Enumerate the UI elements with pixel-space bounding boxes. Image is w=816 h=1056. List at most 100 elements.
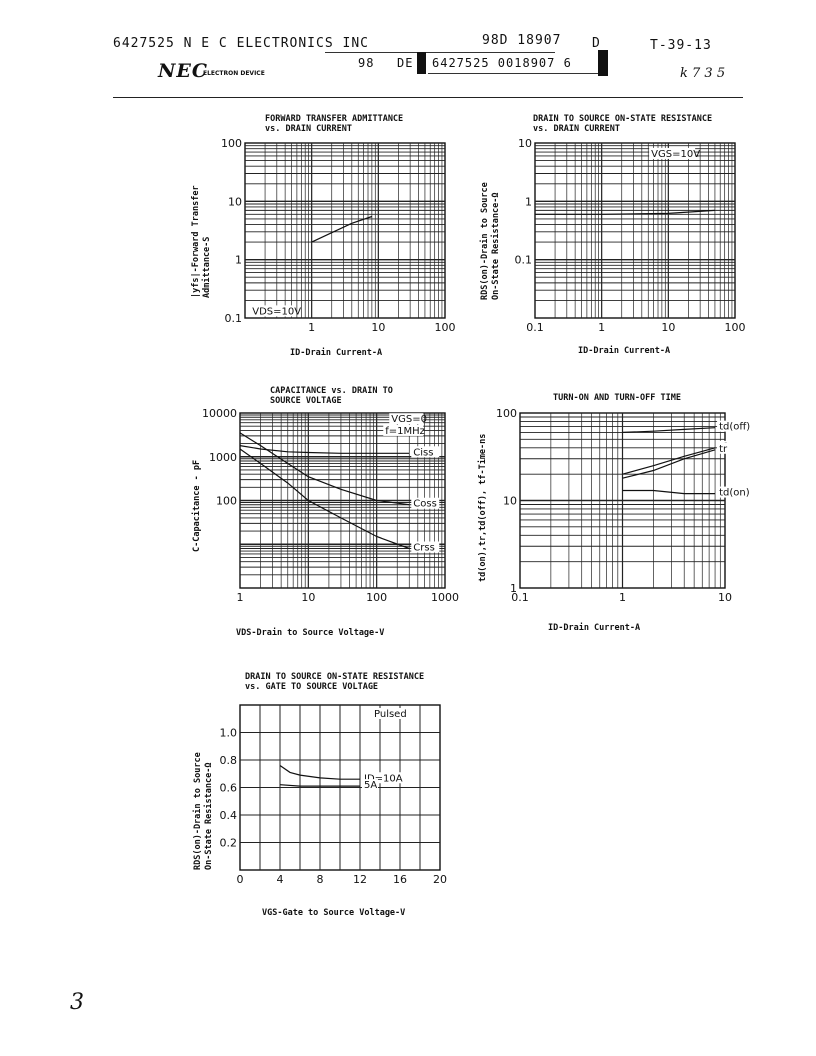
chart4-ylabel: td(on),tr,td(off), tf-Time-ns bbox=[478, 433, 488, 582]
series-label: Ciss bbox=[413, 447, 433, 458]
series-label-bg bbox=[411, 497, 440, 509]
chart4-xlabel: ID-Drain Current-A bbox=[548, 623, 641, 633]
chart5-ylabel-1: RDS(on)-Drain to Source bbox=[193, 752, 203, 870]
header-company-line: 6427525 N E C ELECTRONICS INC bbox=[113, 36, 369, 51]
series-line bbox=[622, 489, 716, 495]
chart3-title-line2: SOURCE VOLTAGE bbox=[270, 396, 342, 406]
series-label: td(on) bbox=[719, 488, 750, 499]
series-line bbox=[622, 427, 716, 433]
y-tick-label: 0.1 bbox=[515, 254, 533, 267]
series-label: tr bbox=[719, 444, 728, 455]
series-label-bg bbox=[717, 420, 750, 432]
x-tick-label: 4 bbox=[277, 873, 284, 886]
y-tick-label: 1.0 bbox=[220, 727, 238, 740]
series-label: Coss bbox=[413, 499, 437, 510]
y-tick-label: 1 bbox=[525, 195, 532, 208]
chart1-ylabel-1: |yfs|-Forward Transfer bbox=[191, 185, 201, 298]
series-label-bg bbox=[717, 486, 750, 498]
x-tick-label: 10 bbox=[718, 591, 732, 604]
chart5-xlabel: VGS-Gate to Source Voltage-V bbox=[262, 908, 406, 918]
chart3-title-line1: CAPACITANCE vs. DRAIN TO bbox=[270, 386, 393, 396]
header-rule bbox=[325, 52, 555, 53]
annotation-bg bbox=[250, 305, 297, 317]
annotation-bg bbox=[389, 413, 424, 425]
series-line bbox=[239, 448, 410, 550]
y-tick-label: 1 bbox=[235, 254, 242, 267]
chart3-title: CAPACITANCE vs. DRAIN TO SOURCE VOLTAGE bbox=[270, 386, 393, 406]
chart1-title-line2: vs. DRAIN CURRENT bbox=[265, 124, 352, 134]
x-tick-label: 0.1 bbox=[526, 321, 544, 334]
y-tick-label: 0.4 bbox=[220, 809, 238, 822]
chart2-title-line2: vs. DRAIN CURRENT bbox=[533, 124, 620, 134]
y-tick-label: 10 bbox=[503, 495, 517, 508]
x-tick-label: 10 bbox=[371, 321, 385, 334]
series-line bbox=[311, 215, 373, 243]
header-prefix: 98 bbox=[358, 56, 375, 70]
series-line bbox=[622, 449, 716, 479]
chart1-ylabel-2: Admittance-S bbox=[202, 236, 212, 298]
annotation-label: VGS=0 bbox=[391, 414, 427, 425]
y-tick-label: 100 bbox=[216, 495, 237, 508]
plot-frame bbox=[534, 142, 736, 319]
chart3-ylabel: C-Capacitance - pF bbox=[192, 459, 202, 552]
series-label-bg bbox=[411, 541, 440, 553]
x-tick-label: 12 bbox=[353, 873, 367, 886]
series-label-bg bbox=[411, 446, 440, 458]
series-line bbox=[535, 209, 715, 215]
header-part-number: T-39-13 bbox=[650, 38, 712, 53]
x-tick-label: 0.1 bbox=[511, 591, 529, 604]
annotation-label: Pulsed bbox=[374, 709, 407, 720]
chart2-title: DRAIN TO SOURCE ON-STATE RESISTANCE vs. … bbox=[533, 114, 712, 134]
x-tick-label: 100 bbox=[725, 321, 746, 334]
handwritten-note: k 7 3 5 bbox=[680, 66, 726, 81]
annotation-bg bbox=[372, 708, 412, 719]
plot-frame bbox=[244, 142, 446, 319]
annotation-bg bbox=[383, 424, 424, 436]
chart5-ylabel-2: On-State Resistance-Ω bbox=[204, 762, 214, 870]
chart2-title-line1: DRAIN TO SOURCE ON-STATE RESISTANCE bbox=[533, 114, 713, 124]
chart4-title: TURN-ON AND TURN-OFF TIME bbox=[553, 393, 681, 403]
y-tick-label: 10000 bbox=[202, 408, 237, 420]
x-tick-label: 100 bbox=[435, 321, 456, 334]
x-tick-label: 1 bbox=[237, 591, 244, 604]
chart1-xlabel: ID-Drain Current-A bbox=[290, 348, 383, 358]
x-tick-label: 10 bbox=[301, 591, 315, 604]
x-tick-label: 0 bbox=[237, 873, 244, 886]
series-label-bg bbox=[362, 779, 378, 791]
chart5-title-line2: vs. GATE TO SOURCE VOLTAGE bbox=[245, 682, 379, 692]
series-label: 5A bbox=[364, 780, 377, 791]
series-line bbox=[622, 447, 716, 475]
nec-logo-sub: ELECTRON DEVICE bbox=[203, 70, 265, 77]
x-tick-label: 1 bbox=[598, 321, 605, 334]
series-line bbox=[279, 765, 360, 780]
header-rule-2 bbox=[428, 73, 598, 74]
x-tick-label: 8 bbox=[317, 873, 324, 886]
annotation-bg bbox=[649, 147, 696, 159]
page-number: 3 bbox=[70, 990, 84, 1015]
chart2-ylabel-2: On-State Resistance-Ω bbox=[491, 192, 501, 300]
y-tick-label: 100 bbox=[496, 408, 517, 420]
x-tick-label: 20 bbox=[433, 873, 447, 886]
series-label: ID=10A bbox=[364, 773, 403, 784]
chart3-xlabel: VDS-Drain to Source Voltage-V bbox=[236, 628, 385, 638]
y-tick-label: 1 bbox=[510, 582, 517, 595]
chart2-xlabel: ID-Drain Current-A bbox=[578, 346, 671, 356]
y-tick-label: 10 bbox=[518, 138, 532, 150]
top-rule bbox=[113, 97, 743, 98]
x-tick-label: 10 bbox=[661, 321, 675, 334]
header-de: DE bbox=[397, 56, 414, 70]
y-tick-label: 0.2 bbox=[220, 837, 238, 850]
header-letter: D bbox=[592, 36, 601, 51]
series-line bbox=[279, 784, 360, 787]
series-label-bg bbox=[717, 442, 734, 454]
y-tick-label: 0.6 bbox=[220, 782, 238, 795]
header-doc-code: 98D 18907 bbox=[482, 33, 562, 48]
y-tick-label: 1000 bbox=[209, 451, 237, 464]
x-tick-label: 1 bbox=[619, 591, 626, 604]
header-barcode-text: 6427525 0018907 6 bbox=[432, 56, 572, 70]
